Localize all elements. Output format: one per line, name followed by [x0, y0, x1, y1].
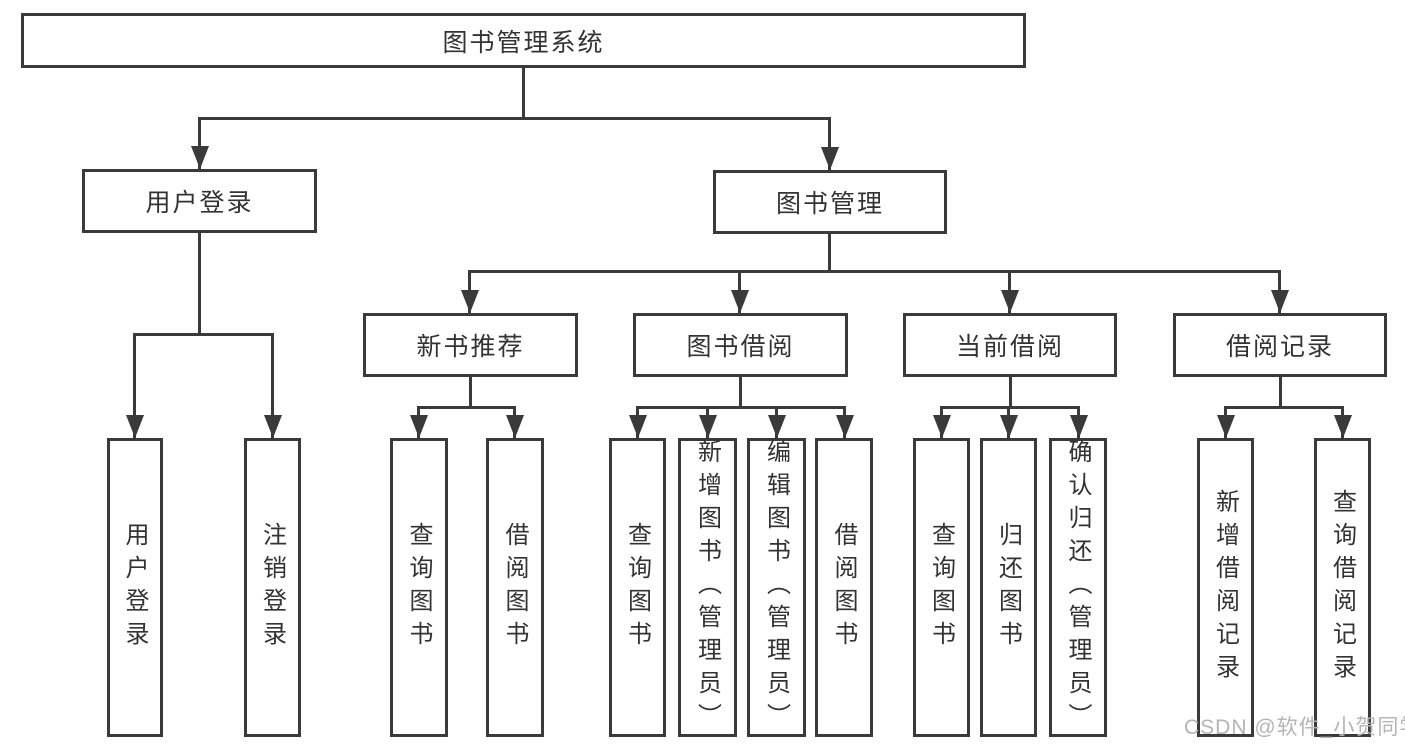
connector-arrow-user-login	[198, 117, 201, 169]
connector-book-borrow-branch	[636, 406, 846, 409]
node-user-login-label: 用户登录	[145, 188, 254, 217]
node-borrow-records-label: 借阅记录	[1225, 332, 1334, 361]
node-book-management-label: 图书管理	[775, 189, 884, 218]
leaf-cb-return-books: 归还图书	[980, 438, 1037, 737]
connector-arrow-bb-leaf2	[706, 406, 709, 438]
connector-borrow-records-stem	[1279, 377, 1282, 408]
connector-arrow-bb-leaf1	[636, 406, 639, 438]
leaf-bb-borrow-books-label: 借阅图书	[830, 521, 858, 654]
leaf-cb-confirm-return-admin-label: 确认归还（管理员）	[1064, 439, 1092, 736]
connector-book-management-stem	[828, 234, 831, 272]
leaf-bb-add-books-admin-label: 新增图书（管理员）	[693, 439, 722, 736]
connector-arrow-cb-leaf1	[940, 406, 943, 438]
node-new-book-recommend: 新书推荐	[363, 313, 578, 377]
connector-borrow-records-branch	[1224, 406, 1344, 409]
leaf-logout: 注销登录	[244, 438, 301, 737]
connector-current-borrow-stem	[1009, 377, 1012, 408]
leaf-bb-borrow-books: 借阅图书	[815, 438, 873, 737]
connector-user-login-branch	[133, 333, 274, 336]
connector-arrow-bb-leaf3	[775, 406, 778, 438]
leaf-cb-return-books-label: 归还图书	[994, 521, 1023, 654]
leaf-bb-add-books-admin: 新增图书（管理员）	[678, 438, 737, 737]
leaf-user-login: 用户登录	[107, 438, 163, 737]
leaf-br-add-record-label: 新增借阅记录	[1211, 488, 1240, 687]
leaf-nb-query-books-label: 查询图书	[405, 521, 433, 654]
leaf-logout-label: 注销登录	[258, 521, 287, 654]
connector-arrow-book-management	[828, 117, 831, 170]
node-current-borrow-label: 当前借阅	[955, 332, 1064, 361]
leaf-br-query-record-label: 查询借阅记录	[1328, 488, 1357, 687]
leaf-cb-confirm-return-admin: 确认归还（管理员）	[1049, 438, 1107, 737]
connector-arrow-new-book	[468, 270, 471, 313]
connector-new-book-stem	[469, 377, 472, 408]
connector-arrow-book-borrow	[738, 270, 741, 313]
leaf-cb-query-books: 查询图书	[913, 438, 970, 737]
node-new-book-recommend-label: 新书推荐	[416, 332, 525, 361]
connector-arrow-br-leaf1	[1224, 406, 1227, 438]
node-user-login: 用户登录	[82, 169, 317, 233]
connector-level1-branch	[198, 117, 831, 120]
leaf-nb-borrow-books-label: 借阅图书	[501, 521, 529, 654]
connector-arrow-leaf-user-login	[133, 333, 136, 438]
leaf-nb-borrow-books: 借阅图书	[486, 438, 544, 737]
node-root: 图书管理系统	[21, 13, 1026, 68]
leaf-br-add-record: 新增借阅记录	[1197, 438, 1254, 737]
node-book-management: 图书管理	[713, 170, 947, 234]
leaf-bb-query-books-label: 查询图书	[623, 521, 652, 654]
node-book-borrow: 图书借阅	[633, 313, 848, 377]
connector-arrow-cb-leaf2	[1007, 406, 1010, 438]
connector-arrow-nb-leaf1	[417, 406, 420, 438]
node-root-label: 图书管理系统	[442, 27, 605, 57]
leaf-cb-query-books-label: 查询图书	[927, 521, 956, 654]
connector-arrow-leaf-logout	[271, 333, 274, 438]
leaf-bb-edit-books-admin-label: 编辑图书（管理员）	[762, 439, 791, 736]
connector-arrow-current-borrow	[1008, 270, 1011, 313]
node-book-borrow-label: 图书借阅	[686, 332, 795, 361]
node-current-borrow: 当前借阅	[903, 313, 1117, 377]
leaf-nb-query-books: 查询图书	[390, 438, 448, 737]
connector-root-stem	[522, 68, 525, 119]
leaf-br-query-record: 查询借阅记录	[1314, 438, 1371, 737]
leaf-bb-query-books: 查询图书	[609, 438, 666, 737]
connector-arrow-br-leaf2	[1341, 406, 1344, 438]
connector-book-borrow-stem	[739, 377, 742, 408]
connector-current-borrow-branch	[940, 406, 1080, 409]
connector-new-book-branch	[417, 406, 516, 409]
connector-arrow-borrow-records	[1278, 270, 1281, 313]
connector-level2-branch	[468, 270, 1281, 273]
leaf-bb-edit-books-admin: 编辑图书（管理员）	[747, 438, 806, 737]
connector-arrow-bb-leaf4	[843, 406, 846, 438]
node-borrow-records: 借阅记录	[1173, 313, 1387, 377]
leaf-user-login-label: 用户登录	[121, 521, 149, 654]
connector-user-login-stem	[198, 233, 201, 335]
connector-arrow-cb-leaf3	[1077, 406, 1080, 438]
connector-arrow-nb-leaf2	[513, 406, 516, 438]
csdn-watermark: CSDN @软件_小贺同学	[1184, 716, 1405, 739]
